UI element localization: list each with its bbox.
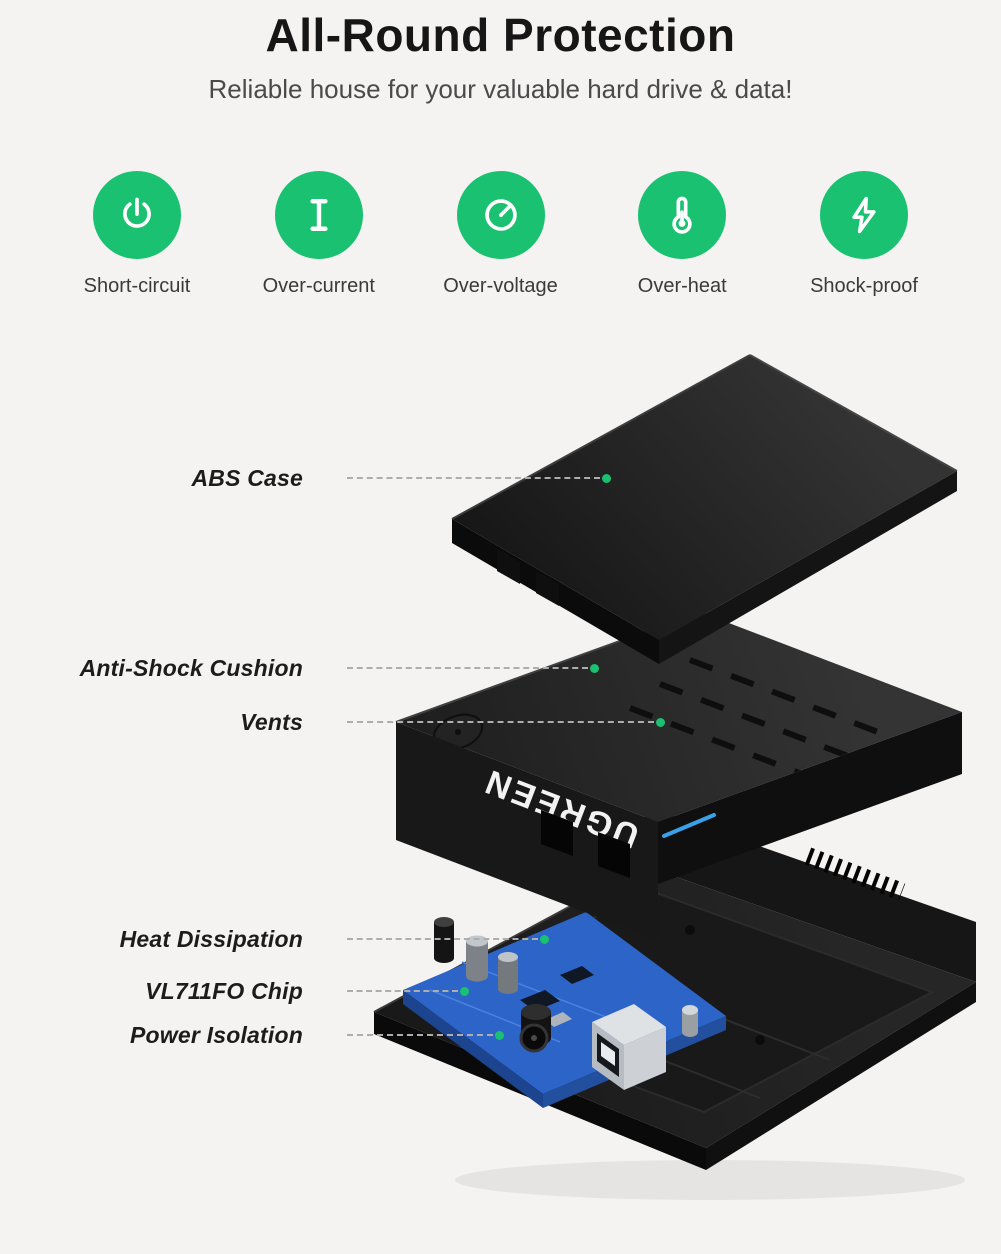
led-indicator-strip (662, 813, 716, 838)
callout-anti-shock-cushion: Anti-Shock Cushion (0, 653, 599, 683)
crystal (545, 1012, 572, 1027)
page-subtitle: Reliable house for your valuable hard dr… (208, 74, 793, 104)
feature-label: Over-current (262, 275, 375, 297)
feature-short-circuit: Short-circuit (62, 171, 212, 298)
feature-label: Over-voltage (443, 275, 558, 297)
callout-label: Heat Dissipation (119, 925, 303, 952)
page-title: All-Round Protection (265, 9, 736, 61)
feature-over-current: Over-current (244, 171, 394, 298)
current-icon (274, 171, 363, 259)
capacitor-gray (498, 952, 518, 994)
voltage-gauge-icon (456, 171, 545, 259)
capacitor-black (434, 917, 454, 963)
callout-label: Anti-Shock Cushion (79, 654, 303, 681)
callout-heat-dissipation: Heat Dissipation (0, 924, 549, 954)
feature-label: Short-circuit (83, 275, 191, 297)
callout-dot (602, 473, 611, 483)
cover-clip (536, 571, 559, 606)
enclosure-body: UGREEN (395, 611, 962, 940)
device-shadow (455, 1160, 965, 1200)
callout-dot (590, 663, 599, 673)
standoff-screw (682, 1005, 698, 1037)
callout-dot (460, 986, 469, 996)
power-icon (93, 171, 181, 259)
thermometer-icon (638, 171, 727, 259)
abs-case-cover (451, 354, 958, 664)
feature-label: Over-heat (637, 275, 727, 297)
callout-dot (656, 717, 665, 727)
port-cutout (598, 832, 630, 878)
callout-line (347, 667, 588, 669)
heat-grill (804, 847, 906, 901)
port-cutout (541, 810, 573, 856)
callout-abs-case: ABS Case (0, 463, 611, 493)
feature-over-voltage: Over-voltage (426, 171, 576, 298)
feature-label: Shock-proof (810, 275, 918, 297)
pcb-board (403, 912, 726, 1108)
callout-label: Power Isolation (130, 1021, 303, 1048)
callout-line (347, 938, 538, 940)
callout-vents: Vents (0, 707, 665, 737)
usb-b-port (592, 1004, 666, 1090)
callout-line (347, 721, 654, 723)
dc-power-jack (519, 1004, 551, 1053)
callout-power-isolation: Power Isolation (0, 1020, 504, 1050)
feature-row: Short-circuit Over-current Over-voltage (62, 171, 939, 298)
callout-label: VL711FO Chip (145, 977, 303, 1004)
callout-dot (495, 1030, 504, 1040)
callout-line (347, 1034, 493, 1036)
callout-vl711fo-chip: VL711FO Chip (0, 976, 469, 1006)
callout-line (347, 990, 458, 992)
callout-label: ABS Case (191, 464, 303, 491)
cover-clip (497, 549, 520, 584)
callout-label: Vents (240, 708, 303, 735)
feature-over-heat: Over-heat (607, 171, 757, 298)
callout-dot (540, 934, 549, 944)
callout-line (347, 477, 600, 479)
feature-shock-proof: Shock-proof (789, 171, 939, 298)
lightning-icon (820, 171, 908, 259)
chip (560, 966, 594, 984)
